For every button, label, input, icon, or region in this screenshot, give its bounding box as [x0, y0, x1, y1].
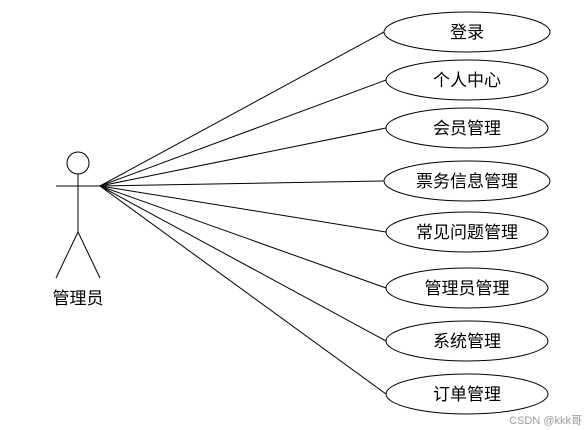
use-case-admin-management: 管理员管理 — [385, 267, 549, 309]
use-case-label: 登录 — [450, 23, 484, 43]
use-case-ellipse — [383, 160, 551, 202]
association-line-7 — [99, 185, 387, 395]
actor-label: 管理员 — [53, 289, 104, 309]
use-case-ellipse — [385, 211, 549, 253]
use-case-login: 登录 — [383, 11, 551, 53]
use-case-label: 票务信息管理 — [416, 172, 518, 192]
use-case-personal-center: 个人中心 — [385, 59, 549, 101]
use-case-faq-management: 常见问题管理 — [385, 211, 549, 253]
actor-left-leg — [55, 231, 79, 279]
association-line-4 — [99, 185, 387, 233]
actor-right-leg — [77, 231, 101, 279]
use-case-ellipse — [385, 107, 549, 149]
association-line-0 — [99, 31, 385, 187]
use-case-ellipse — [385, 373, 549, 415]
association-line-6 — [99, 185, 387, 342]
actor-head — [66, 151, 90, 175]
use-case-list: 登录 个人中心 会员管理 票务信息管理 常见问题管理 管理员管理 系统管理 订 — [383, 11, 551, 415]
use-case-label: 管理员管理 — [425, 279, 510, 299]
use-case-label: 系统管理 — [433, 332, 501, 352]
use-case-label: 常见问题管理 — [416, 223, 518, 243]
association-line-1 — [99, 79, 387, 187]
association-line-3 — [99, 180, 385, 187]
use-case-ellipse — [385, 320, 549, 362]
association-line-2 — [99, 127, 387, 187]
use-case-ellipse — [385, 267, 549, 309]
watermark: CSDN @kkk哥 — [509, 414, 582, 427]
association-lines — [99, 31, 387, 395]
use-case-label: 订单管理 — [433, 385, 501, 405]
actor-admin — [55, 151, 101, 279]
use-case-ticket-info-management: 票务信息管理 — [383, 160, 551, 202]
use-case-ellipse — [385, 59, 549, 101]
use-case-label: 会员管理 — [433, 119, 501, 139]
association-line-5 — [99, 185, 387, 289]
use-case-member-management: 会员管理 — [385, 107, 549, 149]
use-case-system-management: 系统管理 — [385, 320, 549, 362]
use-case-order-management: 订单管理 — [385, 373, 549, 415]
use-case-label: 个人中心 — [433, 71, 501, 91]
use-case-ellipse — [383, 11, 551, 53]
